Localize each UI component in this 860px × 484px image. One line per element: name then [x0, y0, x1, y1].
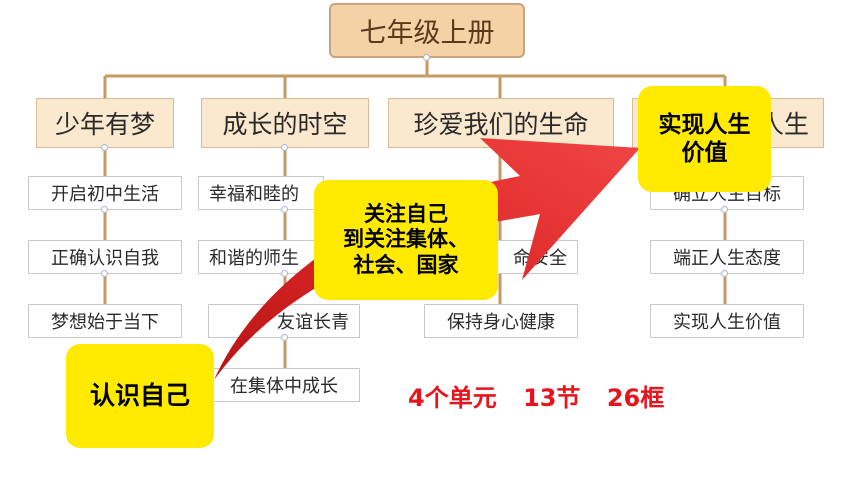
- summary-units: 4个单元: [408, 384, 497, 412]
- collapse-dot-icon[interactable]: [281, 144, 288, 151]
- callout-end-line-2: 价值: [681, 140, 728, 166]
- summary-frames: 26框: [606, 384, 665, 412]
- collapse-dot-icon[interactable]: [423, 54, 430, 61]
- lesson-3-2[interactable]: 保持身心健康: [424, 304, 578, 338]
- callout-middle: 关注自己 到关注集体、 社会、国家: [314, 180, 498, 300]
- collapse-dot-icon[interactable]: [721, 206, 728, 213]
- unit-2-node[interactable]: 成长的时空: [201, 98, 369, 148]
- callout-end: 实现人生 价值: [638, 86, 771, 192]
- collapse-dot-icon[interactable]: [281, 206, 288, 213]
- summary-text: 4个单元 13节 26框: [408, 378, 682, 413]
- lesson-2-2[interactable]: 和谐的师生: [198, 240, 324, 274]
- lesson-2-1[interactable]: 幸福和睦的: [198, 176, 324, 210]
- lesson-4-2[interactable]: 端正人生态度: [650, 240, 804, 274]
- callout-start-text: 认识自己: [89, 380, 190, 410]
- collapse-dot-icon[interactable]: [101, 144, 108, 151]
- unit-1-node[interactable]: 少年有梦: [36, 98, 174, 148]
- lesson-2-4[interactable]: 在集体中成长: [208, 368, 360, 402]
- unit-3-node[interactable]: 珍爱我们的生命: [388, 98, 614, 148]
- lesson-2-3[interactable]: 友谊长青: [208, 304, 360, 338]
- lesson-1-2[interactable]: 正确认识自我: [28, 240, 182, 274]
- collapse-dot-icon[interactable]: [281, 334, 288, 341]
- collapse-dot-icon[interactable]: [721, 270, 728, 277]
- collapse-dot-icon[interactable]: [101, 270, 108, 277]
- callout-start: 认识自己: [66, 344, 214, 448]
- lesson-1-3[interactable]: 梦想始于当下: [28, 304, 182, 338]
- callout-middle-line-1: 关注自己: [364, 201, 448, 226]
- collapse-dot-icon[interactable]: [281, 270, 288, 277]
- lesson-4-3[interactable]: 实现人生价值: [650, 304, 804, 338]
- summary-lessons: 13节: [523, 384, 581, 412]
- callout-end-line-1: 实现人生: [658, 111, 751, 138]
- callout-middle-line-3: 社会、国家: [353, 252, 459, 277]
- collapse-dot-icon[interactable]: [101, 206, 108, 213]
- callout-middle-line-2: 到关注集体、: [343, 227, 469, 252]
